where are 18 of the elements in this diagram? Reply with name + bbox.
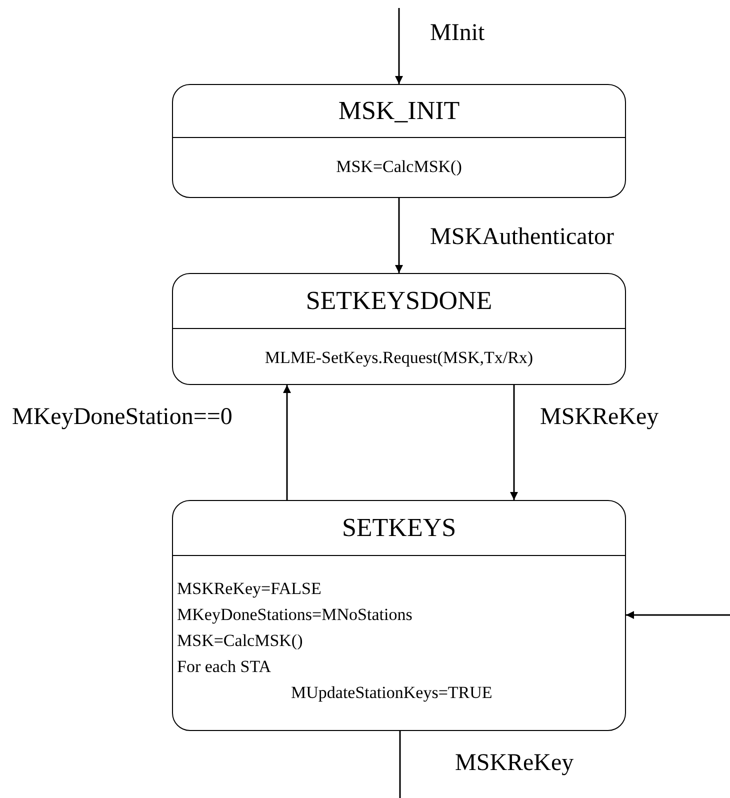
state-box xyxy=(172,84,626,198)
state-name: SETKEYS xyxy=(342,515,456,541)
state-action: MSK=CalcMSK() xyxy=(336,156,462,178)
state-action: MLME-SetKeys.Request(MSK,Tx/Rx) xyxy=(264,347,534,369)
state-action: MSK=CalcMSK() xyxy=(177,630,303,652)
state-name: SETKEYSDONE xyxy=(306,288,492,314)
arrow xyxy=(510,385,518,500)
state-action: MKeyDoneStations=MNoStations xyxy=(177,604,412,626)
arrow xyxy=(395,198,403,273)
state-action: MUpdateStationKeys=TRUE xyxy=(291,682,492,704)
arrow xyxy=(283,385,291,500)
state-action: MSKReKey=FALSE xyxy=(177,578,322,600)
state-box xyxy=(172,500,626,731)
arrow xyxy=(626,611,730,619)
state-action: For each STA xyxy=(177,656,272,678)
state-name: MSK_INIT xyxy=(338,98,460,124)
state-box xyxy=(172,273,626,385)
arrow xyxy=(395,8,403,84)
